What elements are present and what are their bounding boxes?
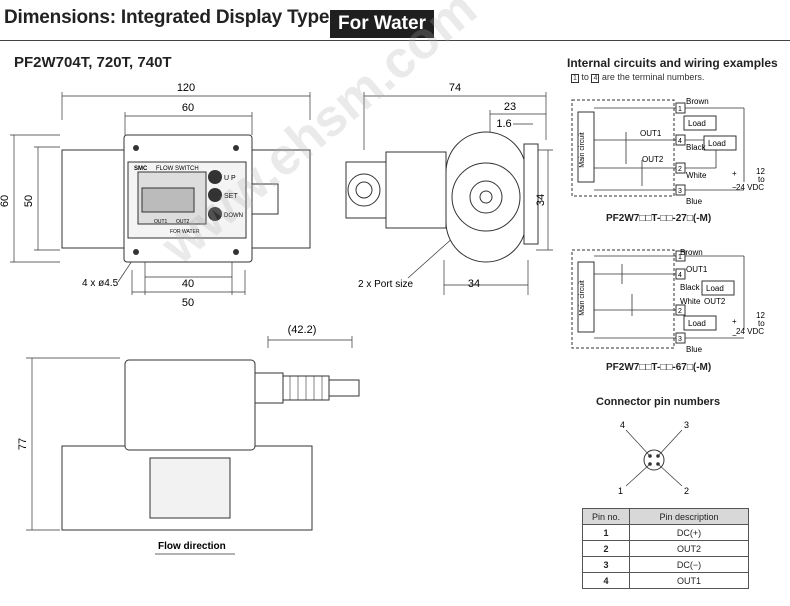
terminal-mid: to: [581, 72, 589, 82]
out2-label-2: OUT2: [704, 297, 726, 306]
dim-77: 77: [17, 438, 29, 450]
blue-label-1: Blue: [686, 197, 703, 206]
dim-50-left: 50: [23, 195, 35, 207]
white-label-2: White: [680, 297, 701, 306]
svg-text:2: 2: [678, 166, 682, 173]
wiring-title: Internal circuits and wiring examples: [567, 56, 778, 70]
panel-brand: SMC: [134, 166, 148, 172]
dim-34-bottom: 34: [468, 278, 480, 290]
minus-label-2: −: [732, 331, 737, 340]
v12-label-2: 12: [756, 311, 765, 320]
pin-no-header: Pin no.: [582, 508, 630, 525]
out1-label-1: OUT1: [640, 129, 662, 138]
dim-50-bottom: 50: [182, 297, 194, 309]
dim-60-top: 60: [182, 102, 194, 114]
brown-label-2: Brown: [680, 248, 703, 257]
holes-label: 4 x ø4.5: [82, 278, 119, 289]
dim-74: 74: [449, 82, 461, 94]
vto-label-2: to: [758, 319, 765, 328]
out2-label: OUT2: [176, 219, 190, 225]
minus-label-1: −: [732, 183, 737, 192]
pin-desc-header: Pin description: [629, 508, 749, 525]
model-heading: PF2W704T, 720T, 740T: [14, 54, 172, 71]
v24-label-2: 24 VDC: [736, 327, 764, 336]
out1-label-2: OUT1: [686, 265, 708, 274]
load-label-1b: Load: [708, 139, 726, 148]
load-label-2b: Load: [688, 319, 706, 328]
plus-label-1: +: [732, 169, 737, 178]
brown-label-1: Brown: [686, 97, 709, 106]
pin-no-cell: 3: [582, 556, 630, 573]
pin-desc-cell: OUT2: [629, 540, 749, 557]
pin-desc-cell: OUT1: [629, 572, 749, 589]
plus-label-2: +: [732, 317, 737, 326]
out2-label-1: OUT2: [642, 155, 664, 164]
black-label-2: Black: [680, 283, 701, 292]
black-label-1: Black: [686, 143, 707, 152]
terminal-tail: are the terminal numbers.: [601, 72, 705, 82]
pin-no-cell: 2: [582, 540, 630, 557]
port-size-label: 2 x Port size: [358, 279, 413, 290]
svg-text:2: 2: [678, 308, 682, 315]
pin-3-label: 3: [684, 420, 689, 430]
svg-text:3: 3: [678, 188, 682, 195]
svg-text:3: 3: [678, 336, 682, 343]
page-title: Dimensions: Integrated Display Type: [4, 7, 330, 28]
pin-1-label: 1: [618, 486, 623, 496]
dim-120: 120: [177, 82, 195, 94]
terminal-to: 4: [591, 74, 600, 83]
dim-34-right: 34: [535, 194, 547, 206]
vto-label-1: to: [758, 175, 765, 184]
svg-text:1: 1: [678, 254, 682, 261]
dim-60-left: 60: [0, 195, 11, 207]
load-label-1a: Load: [688, 119, 706, 128]
circuit-caption-67: PF2W7□□T-□□-67□(-M): [606, 362, 712, 373]
pin-no-cell: 1: [582, 524, 630, 541]
svg-text:1: 1: [678, 106, 682, 113]
white-label-1: White: [686, 171, 707, 180]
pin-2-label: 2: [684, 486, 689, 496]
for-water-badge: For Water: [330, 10, 434, 38]
pin-4-label: 4: [620, 420, 625, 430]
connector-title: Connector pin numbers: [596, 396, 721, 408]
blue-label-2: Blue: [686, 345, 703, 354]
svg-text:4: 4: [678, 272, 682, 279]
v12-label-1: 12: [756, 167, 765, 176]
out1-label: OUT1: [154, 219, 168, 225]
btn-down-label: DOWN: [224, 213, 243, 219]
pin-desc-cell: DC(−): [629, 556, 749, 573]
for-water-label: FOR WATER: [170, 229, 200, 235]
bottom-view-drawing: (42.2) 77 Flow direction: [17, 324, 360, 555]
front-view-drawing: 120 60 60 50 40 50 4 x ø4.5 SMC FLOW SWI…: [0, 82, 311, 309]
dim-42-2: (42.2): [288, 324, 317, 336]
circuit-caption-27: PF2W7□□T-□□-27□(-M): [606, 213, 712, 224]
flow-direction-label: Flow direction: [158, 541, 226, 552]
terminal-note: 1 to 4 are the terminal numbers.: [571, 72, 704, 83]
pin-no-cell: 4: [582, 572, 630, 589]
circuit-diagram-67: 1 4 2 3 Main circuit Brown OUT1 Black White…: [571, 248, 765, 354]
panel-label: FLOW SWITCH: [156, 166, 199, 172]
dim-23: 23: [504, 101, 516, 113]
load-label-2a: Load: [706, 284, 724, 293]
btn-up-label: U P: [224, 175, 236, 182]
dim-1-6: 1.6: [496, 118, 511, 130]
pin-desc-cell: DC(+): [629, 524, 749, 541]
side-view-drawing: 74 23 1.6 34 34 2 x Port size: [345, 82, 553, 295]
main-circuit-label-1: Main circuit: [579, 132, 586, 167]
svg-text:4: 4: [678, 138, 682, 145]
title-divider: [0, 40, 790, 41]
btn-set-label: SET: [224, 193, 238, 200]
terminal-from: 1: [571, 74, 579, 83]
dim-40: 40: [182, 278, 194, 290]
v24-label-1: 24 VDC: [736, 183, 764, 192]
main-circuit-label-2: Main circuit: [579, 280, 586, 315]
connector-pin-diagram: 4 3 1 2: [618, 420, 689, 496]
